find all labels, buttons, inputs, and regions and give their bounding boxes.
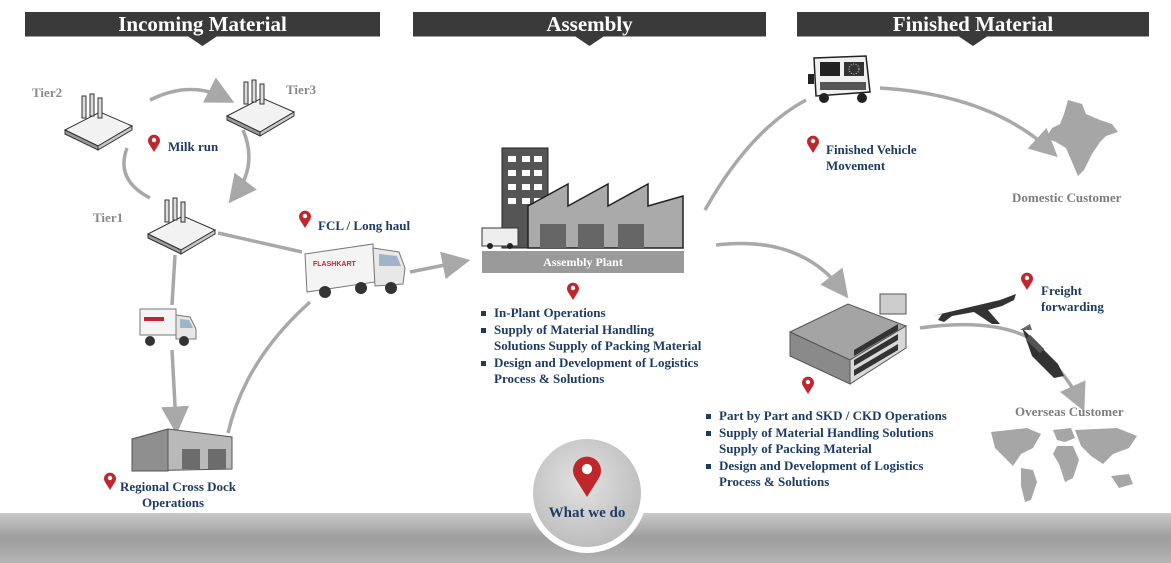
assembly-service-item: Supply of Material Handling Solutions Su… — [480, 322, 701, 355]
freight-forwarding-label: Freight forwarding — [1041, 283, 1104, 315]
freight-forwarding-line1: Freight — [1041, 283, 1082, 298]
assembly-to-warehouse-arrow — [715, 241, 849, 299]
tier1-to-fcl-line — [217, 231, 303, 254]
overseas-customer-label: Overseas Customer — [1015, 404, 1124, 419]
tier2-label: Tier2 — [32, 85, 63, 100]
india-map-icon — [1046, 100, 1118, 176]
finished-service-item: Design and Development of Logistics Proc… — [705, 458, 947, 491]
what-we-do-pin-icon — [573, 456, 601, 497]
fcl-truck-icon: FLASHKART — [304, 243, 406, 298]
finished-services-list: Part by Part and SKD / CKD Operations Su… — [705, 408, 947, 491]
cargo-ship-icon — [1020, 324, 1064, 378]
world-map-icon — [991, 428, 1137, 502]
assembly-services-list: In-Plant Operations Supply of Material H… — [480, 305, 701, 388]
domestic-customer-label: Domestic Customer — [1012, 190, 1122, 205]
freight-pin-icon — [1021, 272, 1033, 290]
finished-vehicle-label: Finished Vehicle Movement — [826, 142, 917, 174]
assembly-title: Assembly — [546, 11, 633, 36]
fcl-to-assembly-arrow — [409, 251, 471, 280]
cross-dock-label-line1: Regional Cross Dock — [120, 479, 237, 494]
fcl-label: FCL / Long haul — [318, 218, 411, 233]
milk-run-arrow-right — [228, 129, 257, 204]
freight-forwarding-line2: forwarding — [1041, 299, 1104, 314]
finished-service-item: Supply of Material Handling Solutions Su… — [705, 425, 947, 458]
airplane-icon — [932, 294, 1016, 324]
factory-icon-tier2 — [63, 93, 134, 151]
tier1-label: Tier1 — [93, 210, 124, 225]
factory-icon-tier3 — [225, 79, 296, 137]
finished-service-item: Part by Part and SKD / CKD Operations — [705, 408, 947, 425]
small-truck-icon — [139, 308, 197, 346]
assembly-plant-icon — [481, 147, 684, 249]
finished-material-title: Finished Material — [892, 11, 1054, 36]
assembly-plant-label: Assembly Plant — [482, 251, 684, 273]
assembly-pin-icon — [567, 282, 579, 300]
finished-warehouse-pin-icon — [802, 376, 814, 394]
tier1-to-truck-line — [170, 254, 177, 306]
cross-dock-label-line2: Operations — [141, 495, 205, 510]
finished-vehicle-truck-icon — [808, 55, 871, 103]
finished-vehicle-pin-icon — [807, 135, 819, 153]
what-we-do-badge: What we do — [527, 433, 647, 553]
what-we-do-label: What we do — [548, 505, 626, 521]
fcl-truck-brand: FLASHKART — [313, 261, 356, 268]
crossdock-to-fcl-line — [226, 300, 312, 434]
finished-vehicle-label-line2: Movement — [826, 158, 886, 173]
milk-run-pin-icon — [148, 134, 160, 152]
cross-dock-pin-icon — [104, 472, 116, 490]
assembly-service-item: In-Plant Operations — [480, 305, 701, 322]
tier3-label: Tier3 — [286, 82, 317, 97]
truck-to-crossdock-arrow — [161, 349, 190, 435]
assembly-to-vehicle-line — [703, 98, 807, 211]
incoming-material-title: Incoming Material — [118, 11, 287, 36]
fcl-pin-icon — [299, 210, 311, 228]
factory-icon-tier1 — [146, 197, 217, 255]
warehouse-to-freight-line — [919, 322, 1031, 340]
vehicle-to-domestic-arrow — [879, 86, 1058, 158]
assembly-service-item: Design and Development of Logistics Proc… — [480, 355, 701, 388]
milk-run-arrow-left — [122, 147, 151, 200]
finished-vehicle-label-line1: Finished Vehicle — [826, 142, 917, 157]
finished-warehouse-icon — [788, 293, 908, 385]
cross-dock-warehouse-icon — [131, 428, 233, 472]
milk-run-arrow-top — [149, 77, 235, 103]
cross-dock-label: Regional Cross Dock Operations — [120, 479, 236, 511]
milk-run-label: Milk run — [168, 139, 219, 154]
